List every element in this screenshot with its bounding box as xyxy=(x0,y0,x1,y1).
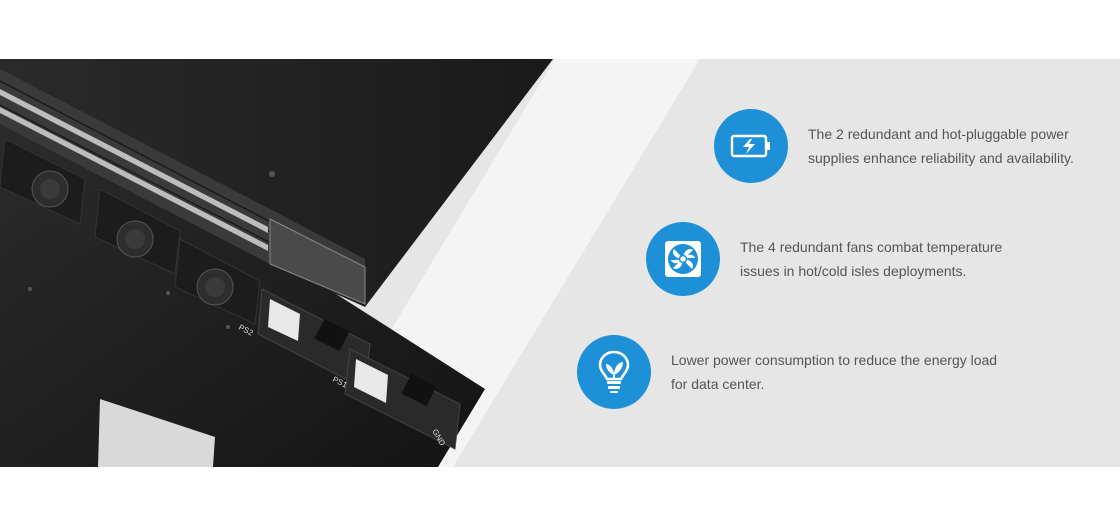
product-label-sticker xyxy=(98,399,215,467)
feature-power-supply: The 2 redundant and hot-pluggable power … xyxy=(714,109,1074,183)
eco-lightbulb-icon xyxy=(598,350,630,393)
feature-line: The 2 redundant and hot-pluggable power xyxy=(808,126,1069,142)
feature-fans: The 4 redundant fans combat temperature … xyxy=(646,222,1002,296)
qsfp-port-block xyxy=(269,218,366,305)
feature-icon-circle xyxy=(714,109,788,183)
feature-icon-circle xyxy=(646,222,720,296)
feature-line: for data center. xyxy=(671,376,765,392)
feature-line: supplies enhance reliability and availab… xyxy=(808,150,1074,166)
feature-text: Lower power consumption to reduce the en… xyxy=(671,348,997,396)
battery-icon xyxy=(730,134,770,158)
switch-top-surface xyxy=(0,59,553,307)
fan-icon xyxy=(665,241,701,277)
product-banner: PS2 PS1 GND The 2 redundant and hot-plug… xyxy=(0,59,1120,467)
port-highlights xyxy=(0,89,268,251)
fan-module-row xyxy=(0,138,261,325)
switch-photo: PS2 PS1 GND xyxy=(0,59,553,467)
feature-line: The 4 redundant fans combat temperature xyxy=(740,239,1003,255)
feature-text: The 2 redundant and hot-pluggable power … xyxy=(808,122,1074,170)
feature-icon-circle xyxy=(577,335,651,409)
feature-text: The 4 redundant fans combat temperature … xyxy=(740,235,1002,283)
feature-line: issues in hot/cold isles deployments. xyxy=(740,263,967,279)
power-supply-modules xyxy=(257,288,461,450)
feature-energy: Lower power consumption to reduce the en… xyxy=(577,335,997,409)
screws xyxy=(28,171,275,329)
feature-line: Lower power consumption to reduce the en… xyxy=(671,352,998,368)
